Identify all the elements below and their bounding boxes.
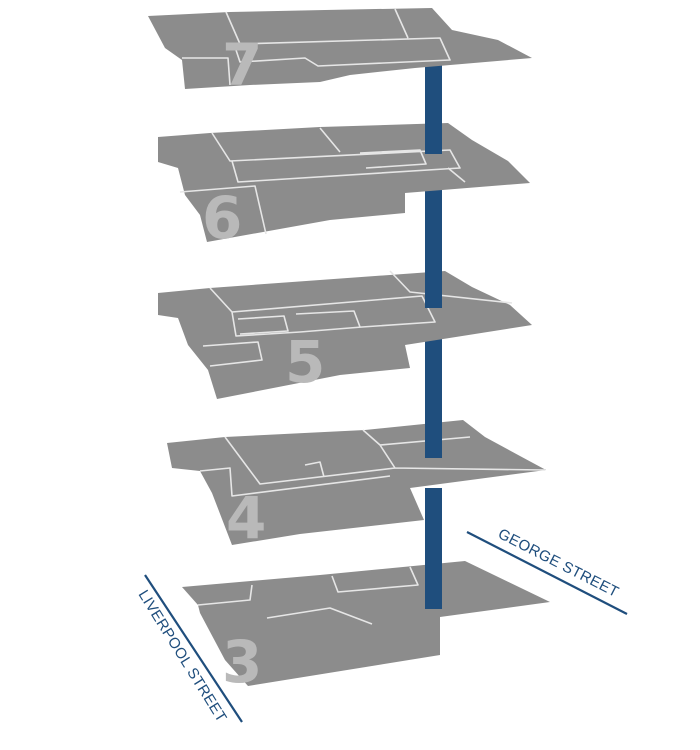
floor-6-number: 6 [202,184,242,252]
floor-4-number: 4 [226,484,266,552]
core-segment-6-7 [425,62,442,154]
floor-7[interactable]: 7 [148,8,532,99]
core-segment-5-6 [425,190,442,308]
floor-5[interactable]: 5 [158,270,532,399]
core-segment-3-4 [425,488,442,609]
floor-3[interactable]: 3 [182,561,550,696]
floor-4[interactable]: 4 [167,420,546,552]
floor-6[interactable]: 6 [158,123,530,252]
floor-7-number: 7 [222,31,262,99]
floor-3-number: 3 [222,628,262,696]
floor-5-number: 5 [285,328,325,396]
core-segment-4-5 [425,338,442,458]
